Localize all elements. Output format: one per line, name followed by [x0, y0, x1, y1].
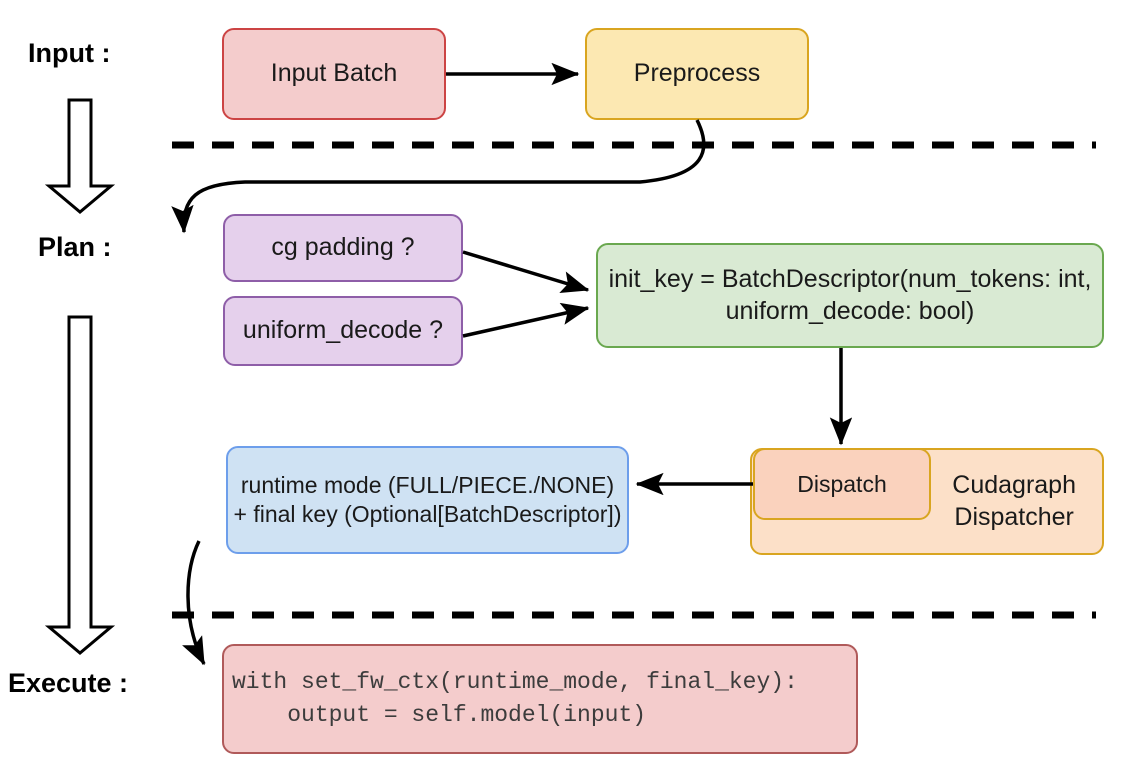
- stage-label-execute: Execute :: [8, 668, 129, 698]
- node-dispatch-label: Dispatch: [797, 470, 887, 497]
- node-dispatch[interactable]: Dispatch: [753, 448, 931, 520]
- node-init-key-label: init_key = BatchDescriptor(num_tokens: i…: [608, 265, 1092, 325]
- edge-runtime-mode-to-execute-code: [182, 540, 206, 666]
- node-execute-code-label: with set_fw_ctx(runtime_mode, final_key)…: [232, 668, 798, 728]
- stage-label-plan: Plan :: [38, 232, 112, 262]
- node-uniform-decode[interactable]: uniform_decode ?: [223, 296, 463, 366]
- node-init-key[interactable]: init_key = BatchDescriptor(num_tokens: i…: [596, 243, 1104, 348]
- node-cg-padding-label: cg padding ?: [271, 233, 415, 262]
- flow-arrow-plan-execute: [44, 315, 116, 655]
- node-input-batch-label: Input Batch: [270, 59, 398, 88]
- node-runtime-mode-label: runtime mode (FULL/PIECE./NONE) + final …: [233, 472, 622, 527]
- flow-arrow-input-plan: [44, 98, 116, 214]
- edge-uniform-decode-to-init-key: [462, 302, 590, 338]
- node-runtime-mode[interactable]: runtime mode (FULL/PIECE./NONE) + final …: [226, 446, 629, 554]
- stage-label-input: Input :: [28, 38, 111, 68]
- node-uniform-decode-label: uniform_decode ?: [242, 316, 444, 345]
- node-execute-code[interactable]: with set_fw_ctx(runtime_mode, final_key)…: [222, 644, 858, 754]
- node-cudagraph-dispatcher-label: Cudagraph Dispatcher: [952, 471, 1076, 531]
- node-preprocess-label: Preprocess: [633, 59, 761, 88]
- node-cg-padding[interactable]: cg padding ?: [223, 214, 463, 282]
- node-preprocess[interactable]: Preprocess: [585, 28, 809, 120]
- edge-cg-padding-to-init-key: [462, 250, 590, 293]
- node-input-batch[interactable]: Input Batch: [222, 28, 446, 120]
